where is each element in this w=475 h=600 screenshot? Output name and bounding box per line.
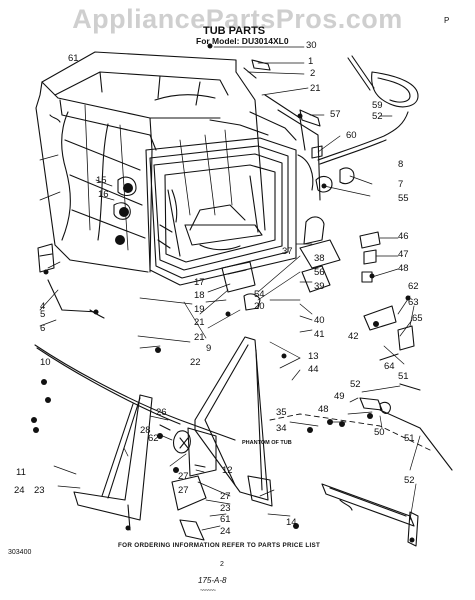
callout: 64	[384, 361, 395, 372]
corner-mark: P	[444, 16, 450, 25]
callout: 47	[398, 249, 409, 260]
phantom-tub-line	[269, 413, 431, 451]
tub-interior-lines	[39, 104, 233, 251]
door-frame-right	[159, 336, 269, 501]
callout: 38	[314, 253, 325, 264]
callout: 26	[156, 407, 167, 418]
right-hardware	[243, 59, 415, 361]
callout: 27	[178, 471, 189, 482]
tub-frame	[145, 94, 321, 286]
callout: 60	[346, 130, 357, 141]
callout: 23	[34, 485, 45, 496]
tub-outline	[35, 51, 266, 273]
phantom-label: PHANTOM OF TUB	[242, 440, 292, 446]
callout: 55	[398, 193, 409, 204]
callout: 51	[398, 371, 409, 382]
callout: 56	[314, 267, 325, 278]
callout: 63	[408, 297, 419, 308]
callout: 11	[16, 467, 26, 478]
door-arm-left	[34, 279, 236, 441]
callout: 65	[412, 313, 423, 324]
spray-parts	[221, 216, 341, 311]
watermark: AppliancePartsPros.com	[72, 4, 403, 34]
callout: 48	[318, 404, 329, 415]
callout: 10	[40, 357, 51, 368]
ordering-note: FOR ORDERING INFORMATION REFER TO PARTS …	[118, 542, 321, 549]
callout: 14	[286, 517, 297, 528]
callout: 62	[408, 281, 419, 292]
callout: 20	[254, 301, 265, 312]
callout: 6	[40, 323, 46, 334]
callout: 37	[282, 246, 293, 257]
callout: 39	[314, 281, 325, 292]
callout: 7	[398, 179, 404, 190]
callout: 44	[308, 364, 319, 375]
callout: 15	[96, 175, 107, 186]
callout: 52	[372, 111, 383, 122]
callout: 2	[310, 68, 316, 79]
callout: 59	[372, 100, 383, 111]
callout: 42	[348, 331, 359, 342]
lower-right-rail	[321, 383, 453, 547]
callout: 62	[148, 433, 159, 444]
callout: 18	[194, 290, 205, 301]
callout: 12	[222, 465, 233, 476]
handwritten-note: 175-A-8	[198, 576, 227, 585]
callout: 21	[194, 317, 205, 328]
callout: 50	[374, 427, 385, 438]
callout: 17	[194, 277, 205, 288]
callout: 27	[220, 491, 231, 502]
callout: 46	[398, 231, 409, 242]
scribble-mark: ~~~~~~	[200, 588, 216, 594]
callout: 22	[190, 357, 201, 368]
callout: 4	[40, 301, 46, 312]
callout: 8	[398, 159, 404, 170]
callout: 23	[220, 503, 231, 514]
callout: 54	[254, 289, 265, 300]
callout: 57	[330, 109, 341, 120]
callout: 35	[276, 407, 287, 418]
callout: 13	[308, 351, 319, 362]
callout: 9	[206, 343, 212, 354]
callout: 1	[308, 56, 314, 67]
callout: 30	[306, 40, 317, 51]
callout: 16	[98, 189, 109, 200]
callout: 41	[314, 329, 325, 340]
door-frame-left	[73, 394, 153, 531]
callout: 40	[314, 315, 325, 326]
leader-lines	[39, 46, 421, 531]
callout: 24	[220, 526, 231, 537]
callout: 61	[220, 514, 231, 525]
callout: 27	[178, 485, 189, 496]
callout: 21	[310, 83, 321, 94]
callout: 52	[350, 379, 361, 390]
callout: 48	[398, 263, 409, 274]
callout: 34	[276, 423, 287, 434]
fill-hose	[317, 55, 419, 165]
hinge-assembly	[171, 427, 273, 541]
model-line: For Model: DU3014XL0	[196, 36, 289, 46]
dispenser-parts	[113, 176, 137, 220]
left-bracket	[37, 243, 55, 273]
fasteners	[31, 43, 415, 543]
callout: 5	[40, 309, 46, 320]
callout: 51	[404, 433, 415, 444]
diagram-title: TUB PARTS	[203, 25, 266, 37]
callout: 21	[194, 332, 205, 343]
callout: 61	[68, 53, 79, 64]
callout: 19	[194, 304, 205, 315]
callout: 28	[140, 425, 151, 436]
callout: 24	[14, 485, 25, 496]
callout: 49	[334, 391, 345, 402]
page-number: 2	[220, 561, 224, 568]
callout: 52	[404, 475, 415, 486]
doc-number: 303400	[8, 549, 32, 556]
